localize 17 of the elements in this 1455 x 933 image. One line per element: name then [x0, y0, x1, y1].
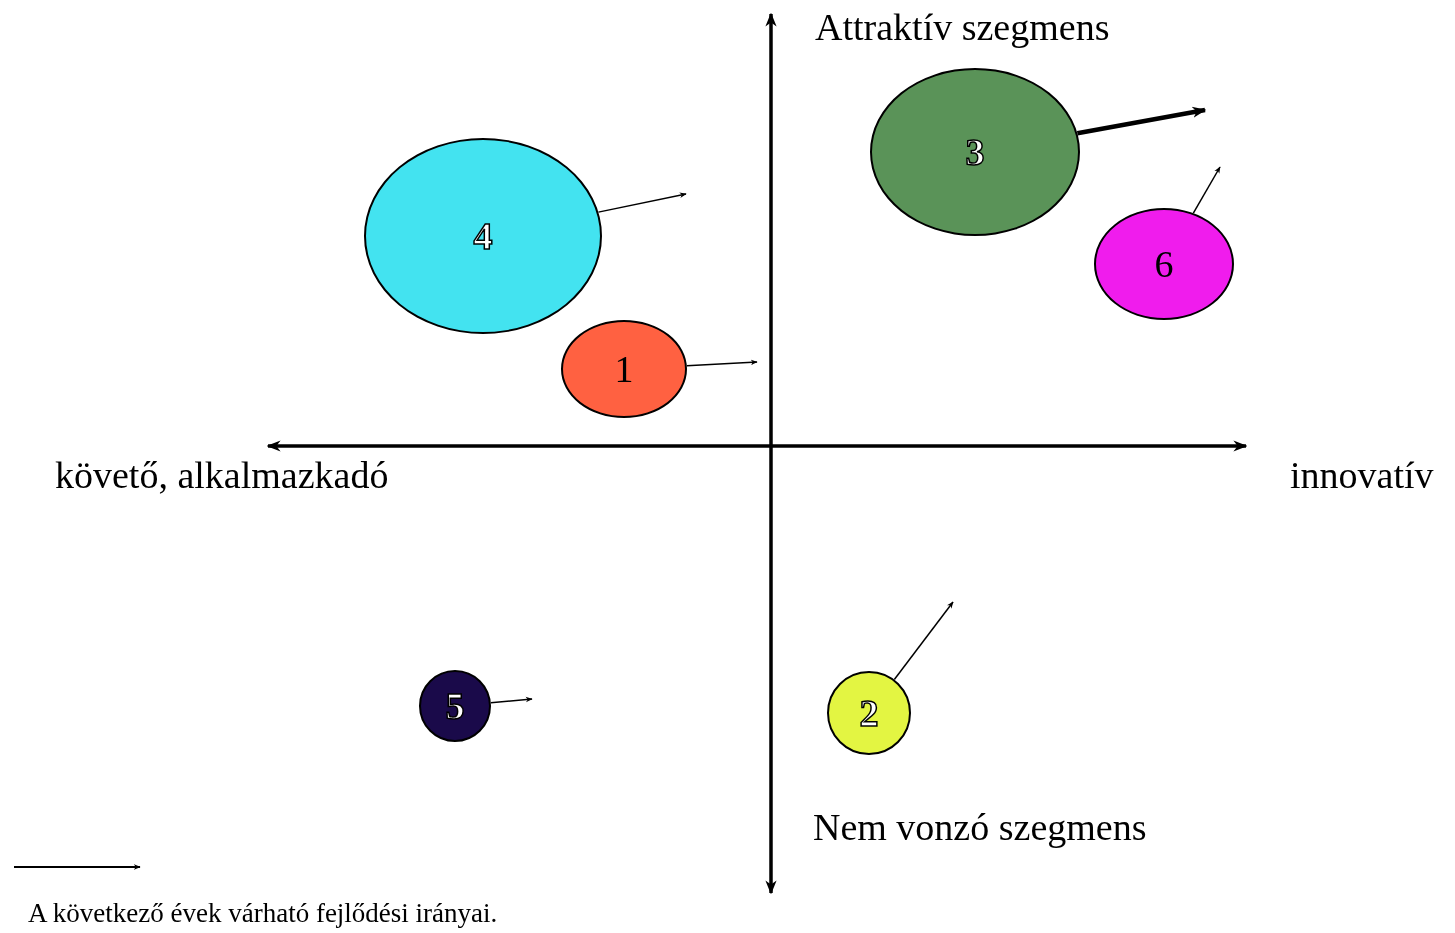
- trend-arrow: [490, 696, 533, 704]
- bubble-number: 2: [859, 694, 879, 732]
- trend-arrow: [1192, 166, 1221, 214]
- bubble-number: 6: [1154, 245, 1174, 283]
- bubble-number: 3: [965, 133, 985, 171]
- bubble-number: 1: [614, 350, 634, 388]
- trend-arrow: [686, 359, 758, 367]
- quadrant-label: Nem vonzó szegmens: [813, 808, 1147, 846]
- bubble-number: 5: [445, 687, 465, 725]
- axis-label: követő, alkalmazkadó: [55, 456, 389, 494]
- bubble-number: 4: [473, 217, 493, 255]
- trend-arrow: [893, 601, 954, 681]
- legend-text: A következő évek várható fejlődési irányai.: [28, 900, 498, 927]
- trend-arrow: [597, 192, 687, 213]
- trend-arrow: [1076, 106, 1207, 136]
- quadrant-label: Attraktív szegmens: [815, 8, 1110, 46]
- axis-label: innovatív: [1290, 456, 1434, 494]
